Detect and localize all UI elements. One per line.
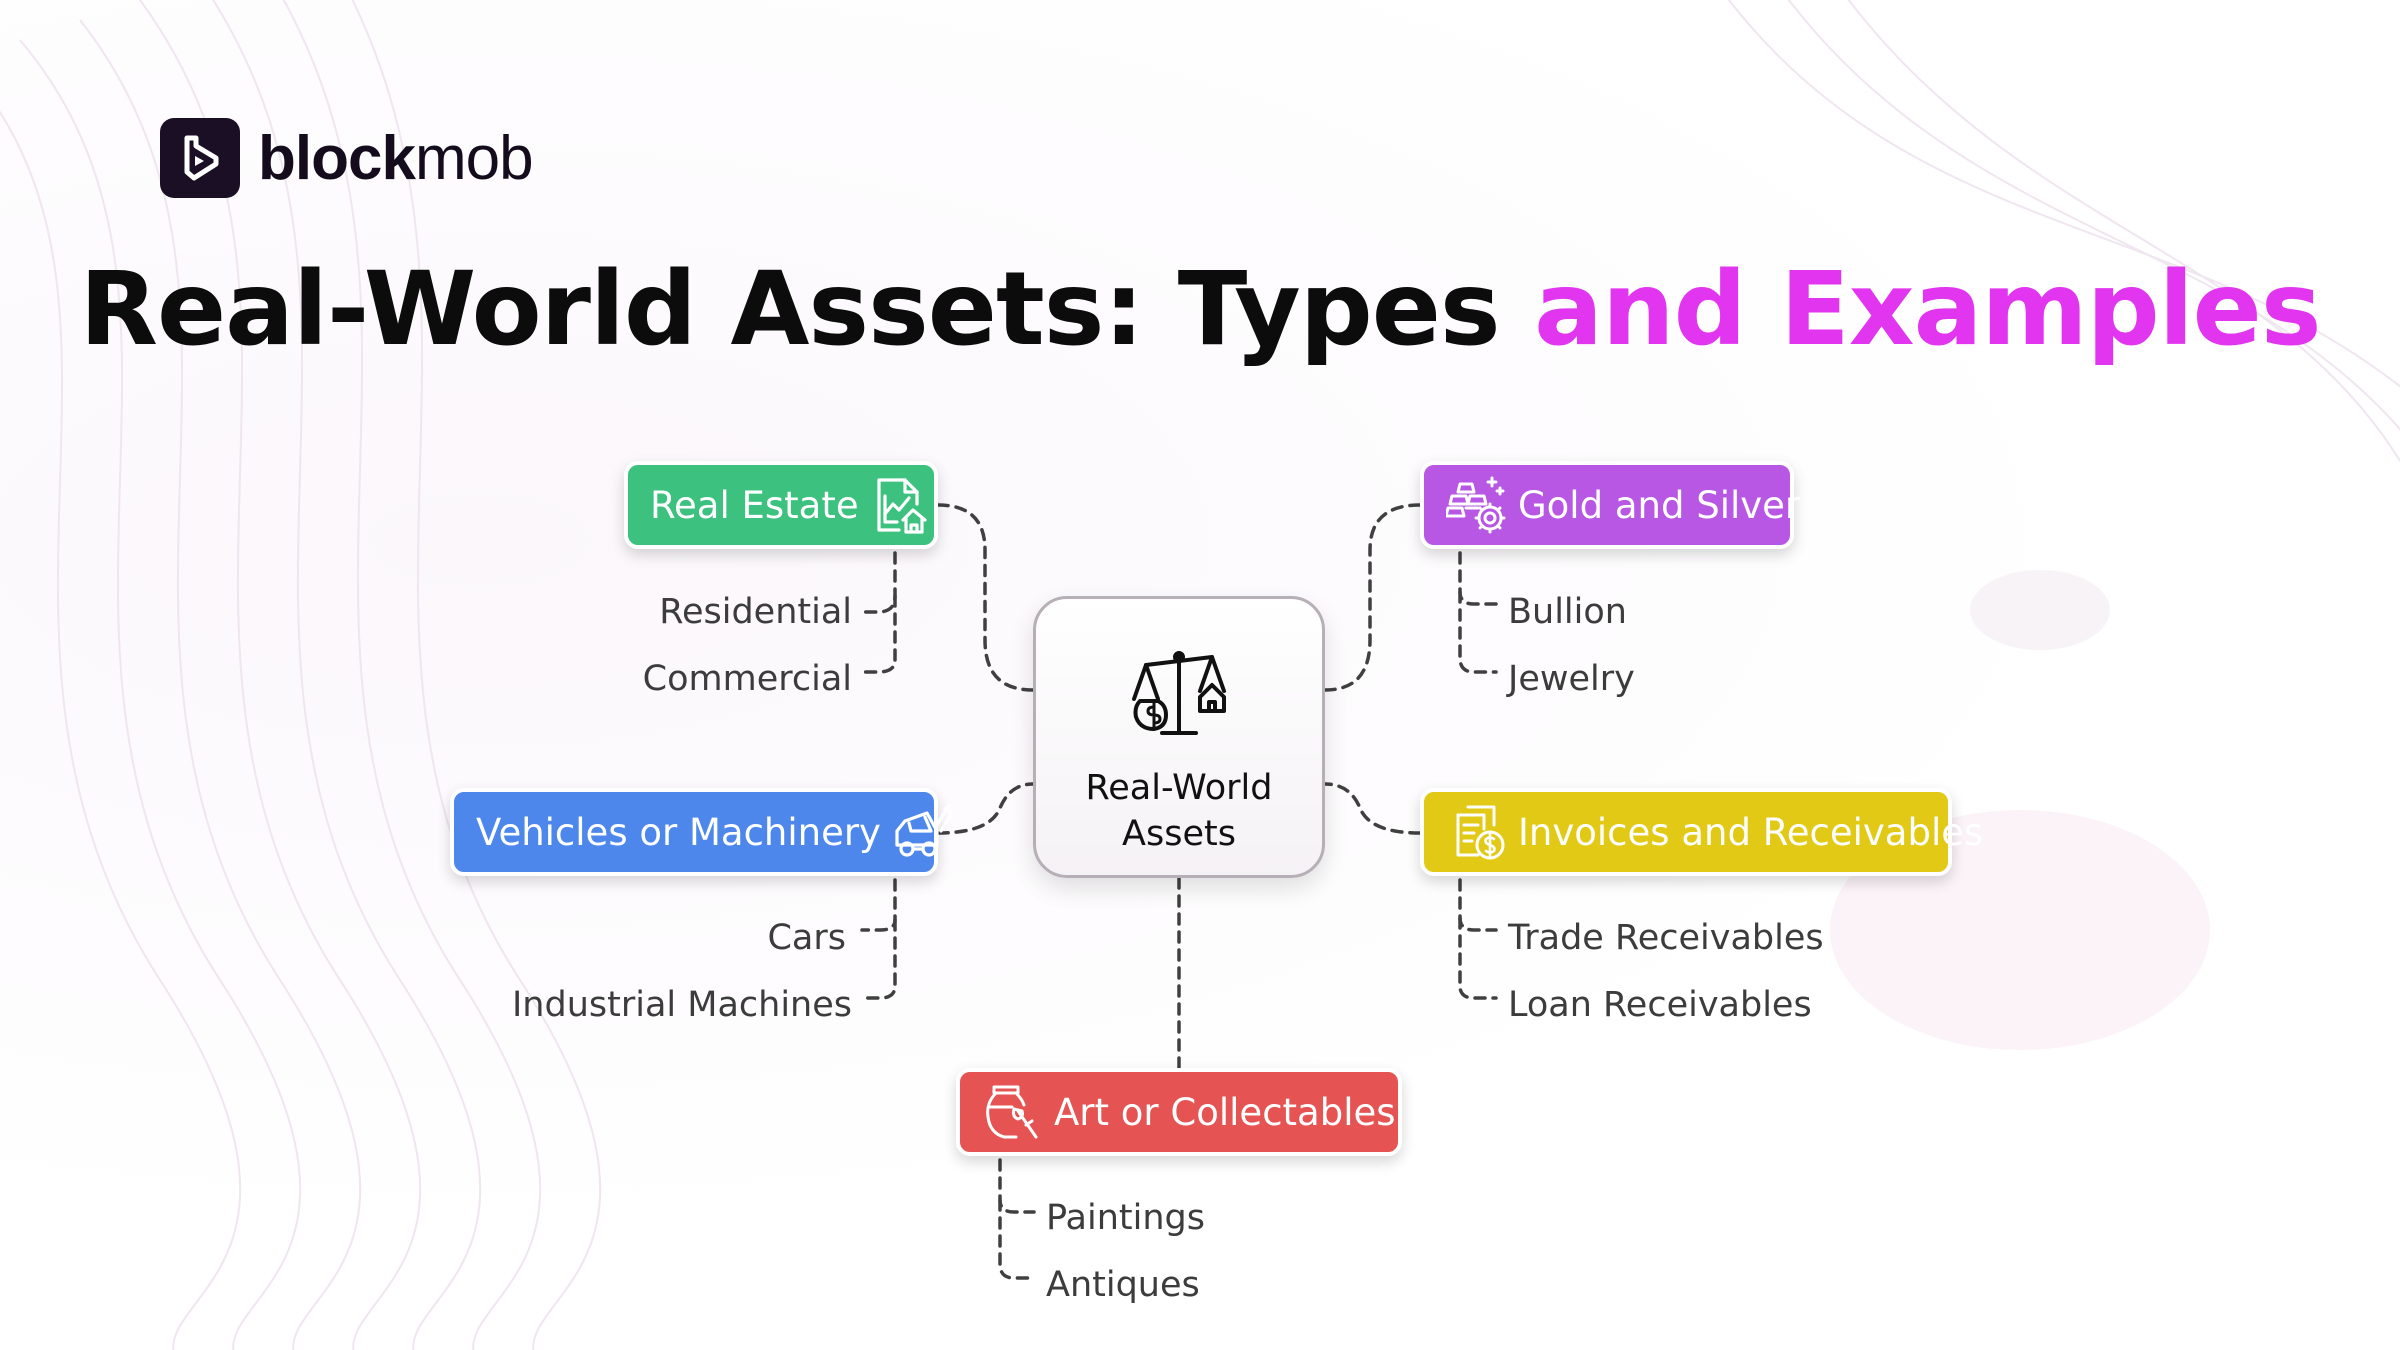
category-vehicles[interactable]: Vehicles or Machinery [450,788,953,876]
category-gold-silver[interactable]: Gold and Silver [1420,461,1800,549]
item-cars: Cars [767,918,846,958]
art-label: Art or Collectables [1054,1090,1396,1134]
connector-cars [860,878,897,932]
connector-trade [1458,878,1498,932]
gold-silver-label: Gold and Silver [1518,483,1801,527]
connector-gold-silver [1323,503,1422,692]
category-real-estate[interactable]: Real Estate [624,461,938,549]
connector-paintings [998,1158,1036,1214]
connector-bullion [1458,551,1498,606]
connector-jewelry [1458,590,1498,674]
connector-invoices [1323,782,1422,835]
center-label: Real-World Assets [1085,768,1273,854]
vase-brush-icon [986,1085,1038,1139]
item-trade-receivables: Trade Receivables [1508,918,1824,958]
connector-vehicles [936,782,1035,835]
item-bullion: Bullion [1508,592,1627,632]
connector-industrial [860,918,897,1000]
title-main: Real-World Assets: Types [79,250,1535,369]
center-node[interactable]: Real-World Assets [1033,596,1325,878]
connector-commercial [856,594,897,674]
item-paintings: Paintings [1046,1198,1205,1238]
scale-money-house-icon [1132,651,1226,735]
page-title: Real-World Assets: Types and Examples [0,250,2400,369]
item-industrial-machines: Industrial Machines [511,985,852,1025]
item-commercial: Commercial [642,659,852,699]
connector-real-estate [936,503,1035,692]
title-accent: and Examples [1534,250,2321,369]
category-invoices[interactable]: Invoices and Receivables [1420,788,1983,876]
connector-loan [1458,916,1498,1000]
category-art[interactable]: Art or Collectables [956,1068,1402,1156]
item-antiques: Antiques [1046,1265,1200,1305]
connector-antiques [998,1198,1036,1280]
brand-logo[interactable]: blockmob [160,118,534,198]
item-jewelry: Jewelry [1508,659,1635,699]
item-residential: Residential [659,592,852,632]
gold-bars-icon [1446,476,1506,534]
vehicles-label: Vehicles or Machinery [476,810,881,854]
forklift-icon [895,803,953,857]
connector-residential [856,551,897,614]
property-chart-icon [877,478,927,534]
blockmob-logo-icon [160,118,240,198]
real-estate-label: Real Estate [650,483,859,527]
brand-name: blockmob [258,123,534,193]
item-loan-receivables: Loan Receivables [1508,985,1812,1025]
invoices-label: Invoices and Receivables [1518,810,1984,854]
invoice-dollar-icon [1456,805,1505,860]
